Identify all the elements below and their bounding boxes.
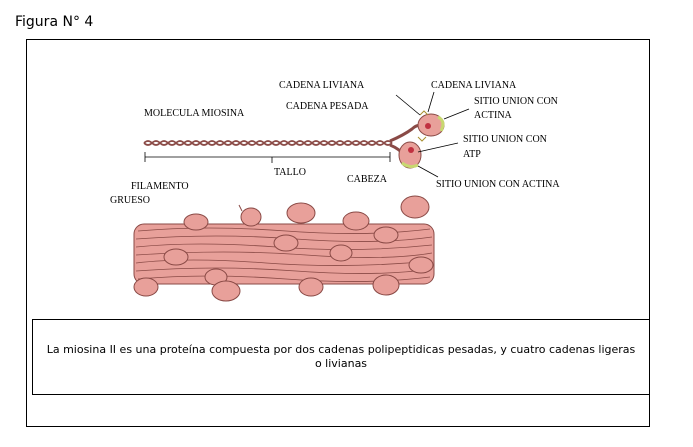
label-tallo: TALLO xyxy=(274,167,306,178)
label-molecula-miosina: MOLECULA MIOSINA xyxy=(144,108,245,119)
label-sitio-union-actina-top-2: ACTINA xyxy=(474,110,513,121)
label-sitio-union-atp-1: SITIO UNION CON xyxy=(463,134,547,145)
figure-title: Figura N° 4 xyxy=(15,14,93,30)
caption-box: La miosina II es una proteína compuesta … xyxy=(32,319,650,395)
light-chain-2 xyxy=(418,137,426,141)
label-sitio-union-atp-2: ATP xyxy=(463,149,481,160)
label-sitio-union-actina-top-1: SITIO UNION CON xyxy=(474,96,558,107)
label-sitio-union-actina-bottom: SITIO UNION CON ACTINA xyxy=(436,179,560,190)
light-chain-1 xyxy=(420,111,428,115)
label-cadena-liviana-top: CADENA LIVIANA xyxy=(279,80,365,91)
atp-site-upper xyxy=(425,123,431,129)
label-cadena-pesada: CADENA PESADA xyxy=(286,101,369,112)
label-filamento-2: GRUESO xyxy=(110,195,150,206)
atp-site-lower xyxy=(408,147,414,153)
label-cadena-liviana-right: CADENA LIVIANA xyxy=(431,80,517,91)
label-cabeza: CABEZA xyxy=(347,174,388,185)
label-filamento-1: FILAMENTO xyxy=(131,181,189,192)
myosin-tail xyxy=(144,141,392,145)
myosin-diagram: CADENA LIVIANA CADENA LIVIANA CADENA PES… xyxy=(26,39,650,319)
thick-filament xyxy=(134,196,434,301)
myosin-heads xyxy=(390,111,444,168)
caption-text: La miosina II es una proteína compuesta … xyxy=(47,343,636,370)
tallo-bracket xyxy=(145,152,390,163)
